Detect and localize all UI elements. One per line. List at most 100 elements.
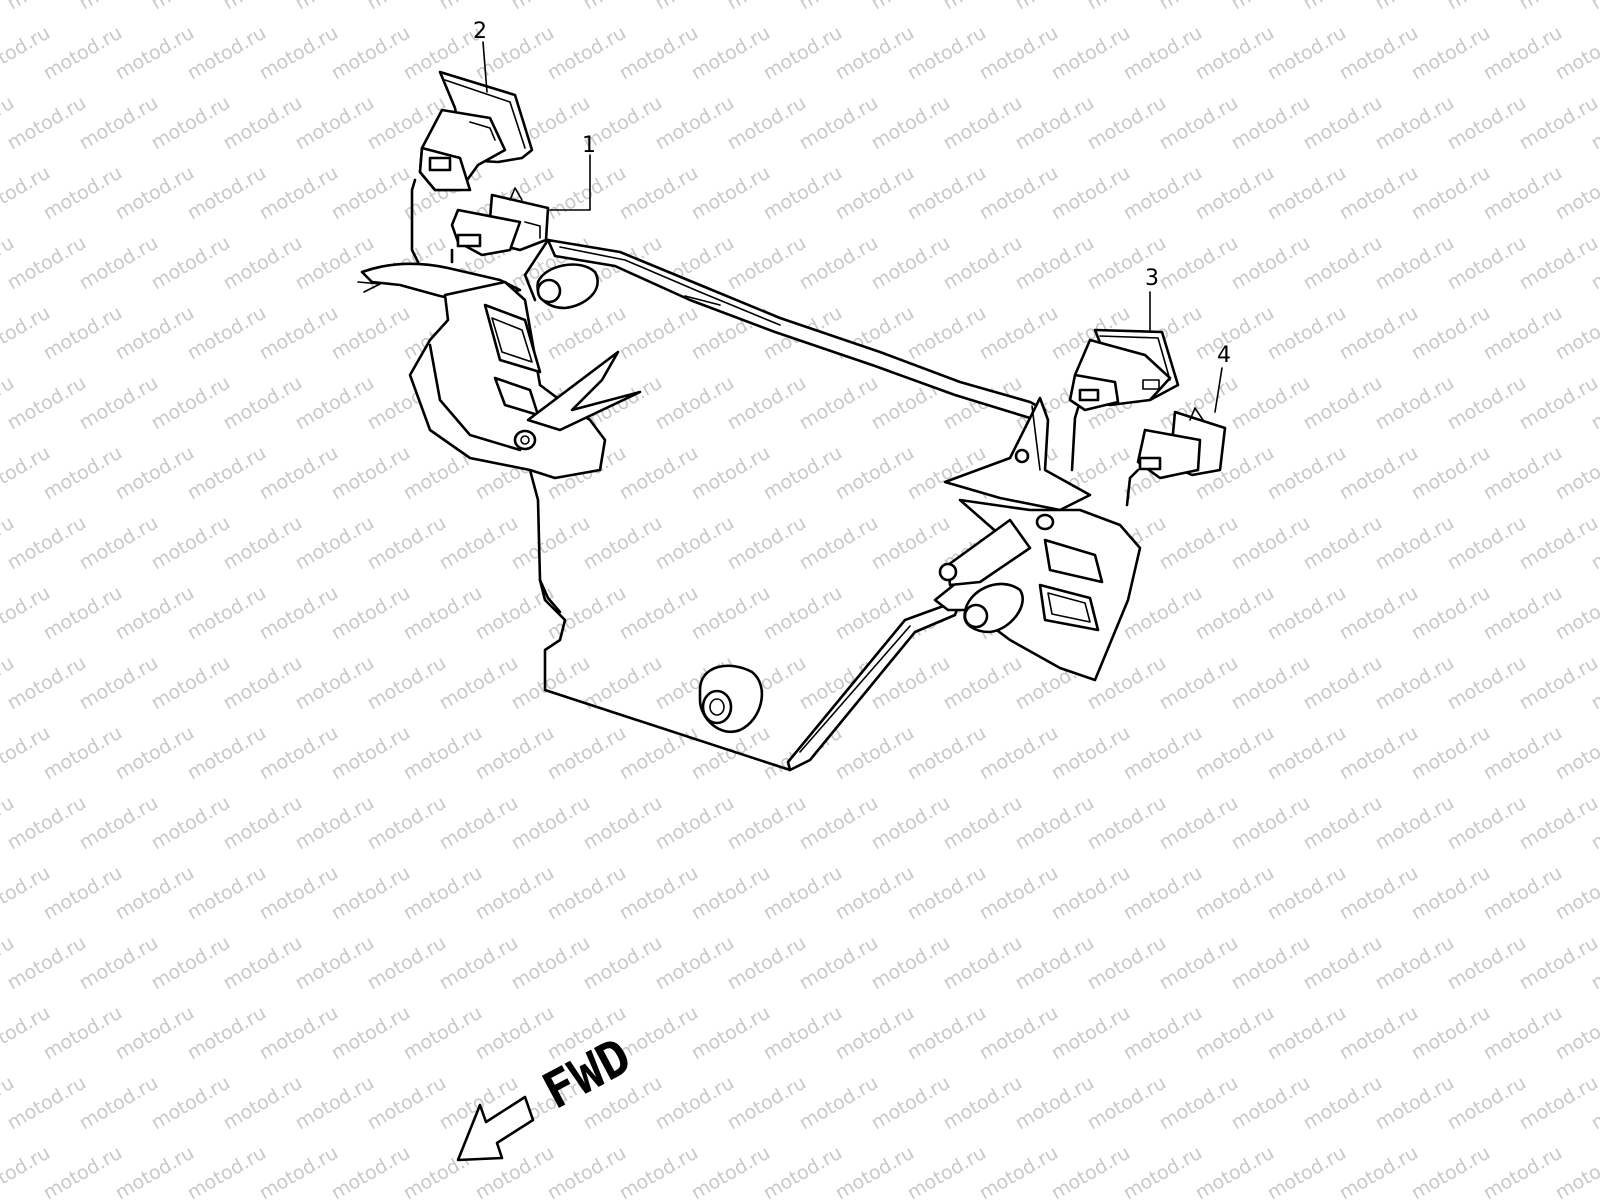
watermark-text: motod.ru xyxy=(292,932,378,995)
watermark-text: motod.ru xyxy=(292,792,378,855)
watermark-text: motod.ru xyxy=(1264,22,1350,85)
watermark-text: motod.ru xyxy=(76,92,162,155)
watermark-text: motod.ru xyxy=(184,442,270,505)
watermark-text: motod.ru xyxy=(4,792,90,855)
watermark-text: motod.ru xyxy=(1228,92,1314,155)
watermark-text: motod.ru xyxy=(364,512,450,575)
watermark-text: motod.ru xyxy=(40,162,126,225)
watermark-text: motod.ru xyxy=(256,442,342,505)
watermark-text: motod.ru xyxy=(1336,22,1422,85)
watermark-text: motod.ru xyxy=(580,932,666,995)
watermark-text: motod.ru xyxy=(976,162,1062,225)
watermark-text: motod.ru xyxy=(544,1142,630,1200)
watermark-text: motod.ru xyxy=(1444,372,1530,435)
watermark-text: motod.ru xyxy=(1156,232,1242,295)
watermark-text: motod.ru xyxy=(256,162,342,225)
watermark-text: motod.ru xyxy=(940,232,1026,295)
watermark-text: motod.ru xyxy=(1444,92,1530,155)
watermark-text: motod.ru xyxy=(1228,792,1314,855)
watermark-text: motod.ru xyxy=(796,92,882,155)
left-bracket xyxy=(357,262,642,480)
leader-line-1 xyxy=(549,154,591,211)
watermark-text: motod.ru xyxy=(904,722,990,785)
watermark-text: motod.ru xyxy=(1048,162,1134,225)
watermark-text: motod.ru xyxy=(1444,512,1530,575)
watermark-text: motod.ru xyxy=(1300,232,1386,295)
watermark-text: motod.ru xyxy=(328,302,414,365)
watermark-text: motod.ru xyxy=(184,722,270,785)
watermark-text: motod.ru xyxy=(76,652,162,715)
watermark-text: motod.ru xyxy=(1120,722,1206,785)
watermark-text: motod.ru xyxy=(1408,22,1494,85)
watermark-text: motod.ru xyxy=(328,1002,414,1065)
watermark-text: motod.ru xyxy=(1336,1002,1422,1065)
watermark-text: motod.ru xyxy=(184,162,270,225)
watermark-text: motod.ru xyxy=(1444,232,1530,295)
watermark-text: motod.ru xyxy=(760,442,846,505)
watermark-text: motod.ru xyxy=(760,1002,846,1065)
watermark-text: motod.ru xyxy=(688,1142,774,1200)
watermark-text: motod.ru xyxy=(796,512,882,575)
part-2-socket-grommet xyxy=(418,70,534,192)
watermark-text: motod.ru xyxy=(1120,862,1206,925)
watermark-text: motod.ru xyxy=(1516,932,1600,995)
watermark-text: motod.ru xyxy=(148,0,234,14)
watermark-text: motod.ru xyxy=(688,1002,774,1065)
part-3-socket-grommet xyxy=(1068,328,1180,412)
watermark-text: motod.ru xyxy=(904,1002,990,1065)
watermark-text: motod.ru xyxy=(1516,0,1600,14)
watermark-text: motod.ru xyxy=(40,722,126,785)
watermark-text: motod.ru xyxy=(328,582,414,645)
watermark-text: motod.ru xyxy=(112,442,198,505)
watermark-text: motod.ru xyxy=(796,0,882,14)
leader-line-4 xyxy=(1214,367,1223,413)
watermark-text: motod.ru xyxy=(760,22,846,85)
watermark-text: motod.ru xyxy=(760,162,846,225)
watermark-text: motod.ru xyxy=(616,302,702,365)
watermark-text: motod.ru xyxy=(1264,1002,1350,1065)
watermark-text: motod.ru xyxy=(1336,582,1422,645)
watermark-text: motod.ru xyxy=(1048,22,1134,85)
watermark-text: motod.ru xyxy=(1516,652,1600,715)
watermark-text: motod.ru xyxy=(508,932,594,995)
part-number-3: 3 xyxy=(1145,266,1159,291)
watermark-text: motod.ru xyxy=(1156,0,1242,14)
watermark-text: motod.ru xyxy=(1300,512,1386,575)
watermark-text: motod.ru xyxy=(1372,792,1458,855)
watermark-text: motod.ru xyxy=(220,92,306,155)
watermark-text: motod.ru xyxy=(1264,162,1350,225)
watermark-text: motod.ru xyxy=(1336,442,1422,505)
watermark-text: motod.ru xyxy=(328,722,414,785)
watermark-text: motod.ru xyxy=(724,92,810,155)
watermark-text: motod.ru xyxy=(1336,162,1422,225)
watermark-text: motod.ru xyxy=(4,232,90,295)
watermark-text: motod.ru xyxy=(1480,162,1566,225)
watermark-text: motod.ru xyxy=(940,1072,1026,1135)
watermark-text: motod.ru xyxy=(256,862,342,925)
watermark-text: motod.ru xyxy=(220,1072,306,1135)
watermark-text: motod.ru xyxy=(616,162,702,225)
watermark-text: motod.ru xyxy=(1228,372,1314,435)
watermark-text: motod.ru xyxy=(76,932,162,995)
watermark-text: motod.ru xyxy=(652,92,738,155)
watermark-text: motod.ru xyxy=(148,792,234,855)
watermark-text: motod.ru xyxy=(868,512,954,575)
connector-line-2 xyxy=(410,178,420,264)
watermark-text: motod.ru xyxy=(184,22,270,85)
watermark-text: motod.ru xyxy=(1372,0,1458,14)
watermark-text: motod.ru xyxy=(616,1142,702,1200)
forward-arrow-icon xyxy=(456,1095,535,1162)
watermark-text: motod.ru xyxy=(1516,372,1600,435)
watermark-text: motod.ru xyxy=(724,512,810,575)
watermark-text: motod.ru xyxy=(1156,932,1242,995)
part-number-2: 2 xyxy=(473,19,487,44)
watermark-text: motod.ru xyxy=(1480,1142,1566,1200)
part-4-plug-grommet xyxy=(1136,407,1227,480)
watermark-text: motod.ru xyxy=(292,232,378,295)
watermark-text: motod.ru xyxy=(1264,582,1350,645)
connector-line-4 xyxy=(1125,468,1140,507)
watermark-text: motod.ru xyxy=(760,582,846,645)
watermark-text: motod.ru xyxy=(436,0,522,14)
watermark-text: motod.ru xyxy=(1372,512,1458,575)
watermark-text: motod.ru xyxy=(148,652,234,715)
